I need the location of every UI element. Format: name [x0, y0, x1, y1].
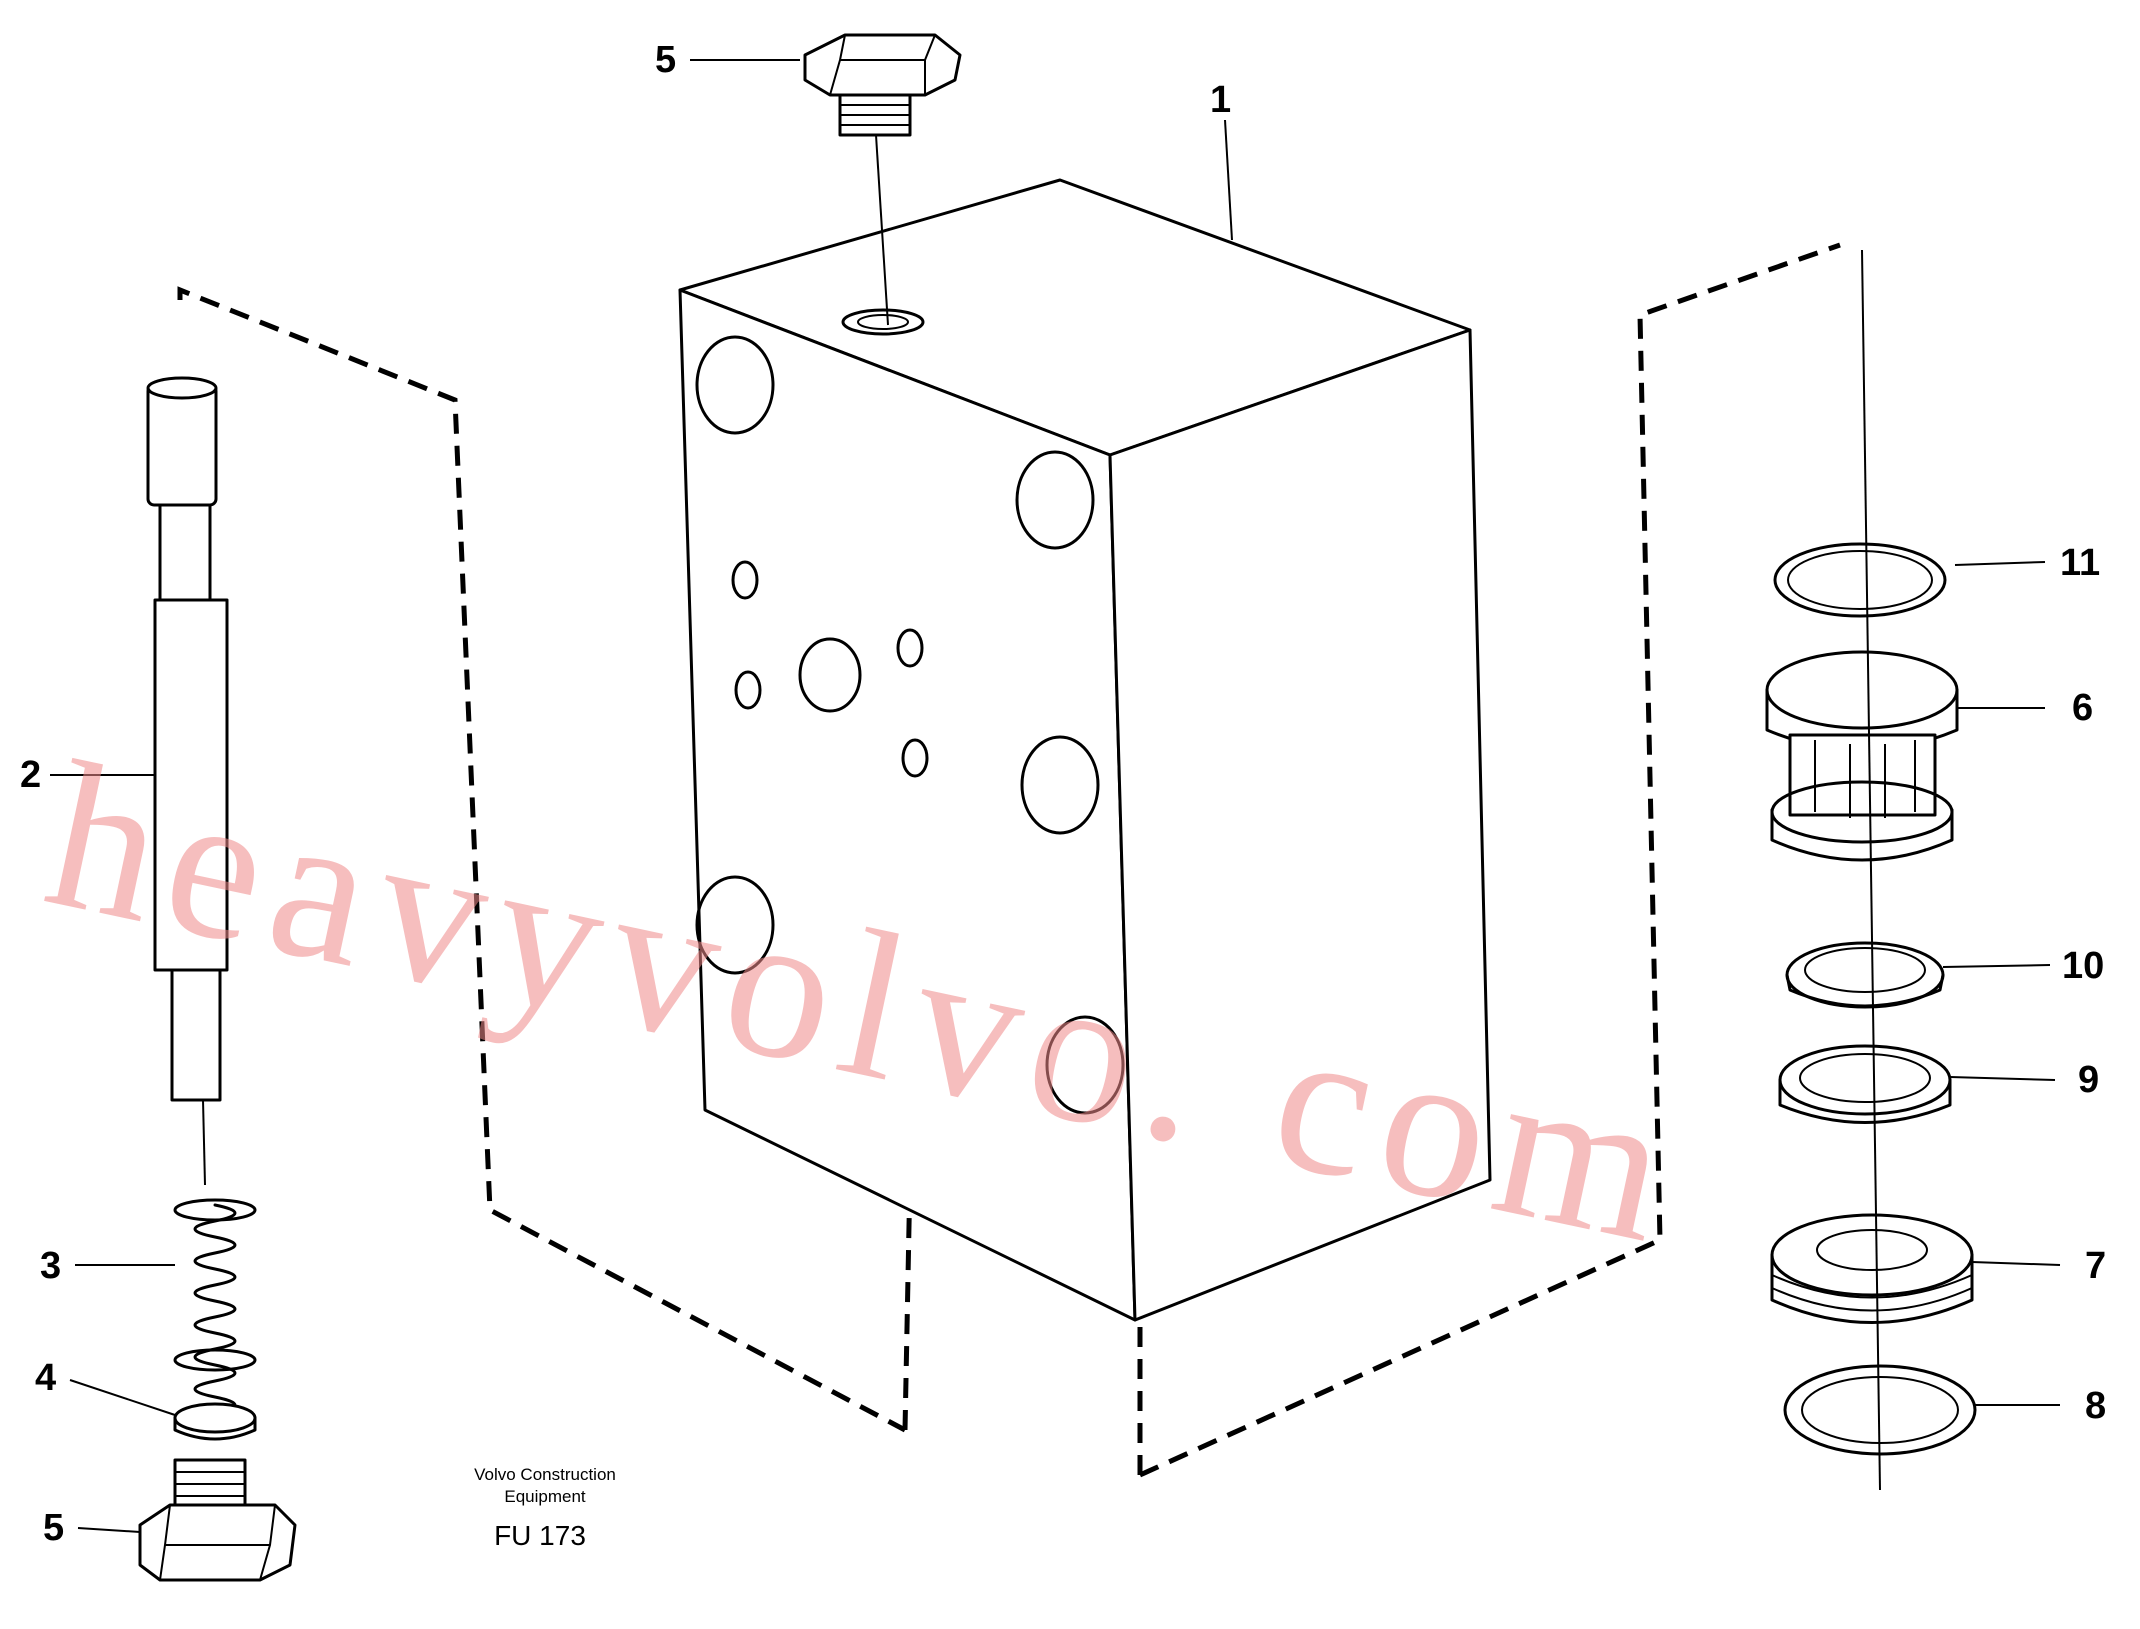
callout-4: 4: [35, 1357, 56, 1399]
callout-7: 7: [2085, 1245, 2106, 1287]
callout-8: 8: [2085, 1385, 2106, 1427]
callout-5-top: 5: [655, 39, 676, 81]
plug-top: [803, 33, 962, 326]
spring: [173, 1198, 257, 1431]
callout-10: 10: [2062, 945, 2104, 987]
caption-line2: Equipment: [504, 1487, 586, 1506]
callout-3: 3: [40, 1245, 61, 1287]
callout-2: 2: [20, 754, 41, 796]
spring-seat: [173, 1402, 257, 1441]
callout-1: 1: [1210, 79, 1231, 121]
dashed-guide-left: [177, 286, 913, 1433]
callout-5-bottom: 5: [43, 1507, 64, 1549]
seat-7: [1770, 1213, 1974, 1324]
leader-lines: [50, 59, 2061, 1533]
washer-10: [1785, 941, 1945, 1009]
figure-reference: FU 173: [494, 1520, 586, 1551]
valve-block: [678, 178, 1492, 1322]
callout-9: 9: [2078, 1059, 2099, 1101]
ring-9: [1778, 1044, 1952, 1124]
caption-line1: Volvo Construction: [474, 1465, 616, 1484]
spool: [146, 376, 229, 1186]
right-axis-line: [1861, 249, 1881, 1491]
callout-11: 11: [2060, 542, 2100, 584]
dashed-guide-right: [1137, 242, 1841, 1478]
ring-11: [1773, 542, 1947, 618]
callout-6: 6: [2072, 687, 2093, 729]
cage-6: [1765, 650, 1959, 862]
plug-bottom: [138, 1458, 297, 1582]
